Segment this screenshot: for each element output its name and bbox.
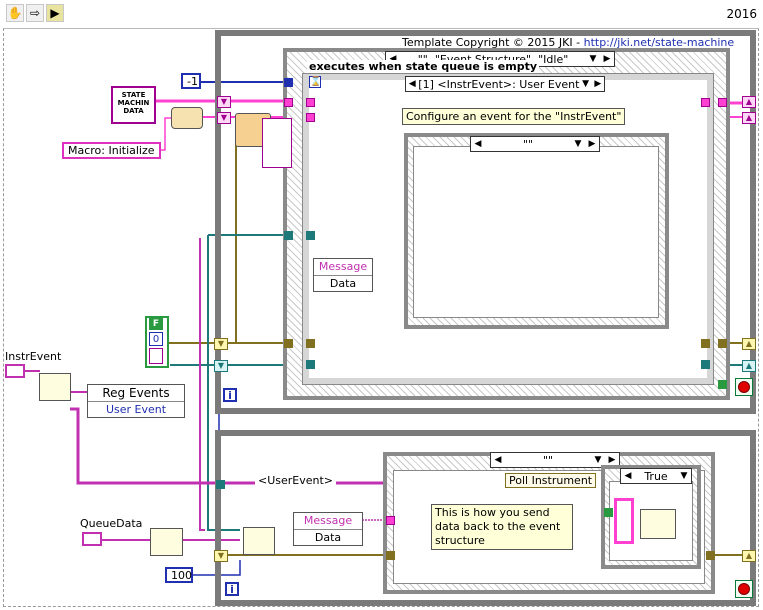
timeout-constant[interactable]: -1 <box>181 73 201 89</box>
next-case-icon: ▶ <box>603 54 611 64</box>
poll-instrument-label: Poll Instrument <box>505 473 597 488</box>
num-constant[interactable]: 0 <box>149 332 163 346</box>
string-constant[interactable] <box>149 348 163 364</box>
case-dropdown-icon: ▼ <box>589 54 597 64</box>
timeout-terminal-icon: ⌛ <box>309 76 322 88</box>
dequeue-data-message: Message <box>294 513 362 530</box>
macro-initialize-label[interactable]: Macro: Initialize <box>62 142 161 159</box>
event-comment: Configure an event for the "InstrEvent" <box>402 108 626 125</box>
obtain-queue-node[interactable] <box>150 528 183 556</box>
inner-case-selector[interactable]: ◀ "" ▼ ▶ <box>470 136 600 152</box>
event-dropdown-icon: ▼ <box>582 79 589 89</box>
inner-dropdown-icon: ▼ <box>574 139 582 149</box>
bottom-iteration-terminal: i <box>225 582 239 596</box>
queue-shift-register-left: ▼ <box>214 360 228 372</box>
message-dropdown-icon: ▼ <box>594 455 602 465</box>
user-event-label: <UserEvent> <box>255 474 337 487</box>
prev-event-icon: ◀ <box>408 79 416 89</box>
bottom-stop-terminal[interactable] <box>735 580 753 598</box>
send-data-comment: This is how you send data back to the ev… <box>431 504 573 550</box>
event-data-data: Data <box>329 277 357 290</box>
register-events-node[interactable]: Reg Events User Event <box>87 384 185 418</box>
top-while-loop[interactable] <box>215 30 756 414</box>
dequeue-node[interactable] <box>243 527 275 555</box>
prev-inner-icon: ◀ <box>474 139 482 149</box>
toolbar: ✋ ⇨ ▶ 2016 <box>0 0 763 28</box>
state-shift-register-right: ▲ <box>742 96 756 108</box>
version-year: 2016 <box>726 7 757 21</box>
top-stop-terminal[interactable] <box>735 378 753 396</box>
reg-events-title: Reg Events <box>88 385 184 402</box>
bottom-while-loop[interactable] <box>215 430 756 606</box>
prev-case-icon: ◀ <box>389 54 397 64</box>
next-event-icon: ▶ <box>594 79 602 89</box>
queue-data-terminal[interactable] <box>82 532 102 546</box>
timeout-tunnel <box>284 78 293 87</box>
reg-events-item[interactable]: User Event <box>105 403 167 416</box>
instr-event-label: InstrEvent <box>5 350 62 363</box>
message-case-selector[interactable]: ◀ "" ▼ ▶ <box>490 452 620 468</box>
build-message-node[interactable] <box>171 107 203 129</box>
create-user-event-node[interactable] <box>39 373 71 401</box>
macro-shift-register-right: ▲ <box>742 112 756 124</box>
bottom-error-shift-left: ▼ <box>214 550 228 562</box>
true-case-selector[interactable]: ◀ True ▼ <box>620 468 692 484</box>
event-selector[interactable]: ◀ [1] <InstrEvent>: User Event ▼ ▶ <box>405 76 605 92</box>
top-iteration-terminal: i <box>223 388 237 402</box>
prev-message-icon: ◀ <box>494 455 502 465</box>
queue-data-label: QueueData <box>80 517 143 530</box>
arrow-icon[interactable]: ⇨ <box>26 4 44 22</box>
error-shift-register-right: ▲ <box>742 338 756 350</box>
template-copyright: Template Copyright © 2015 JKI - http://j… <box>402 36 735 49</box>
next-inner-icon: ▶ <box>588 139 596 149</box>
true-dropdown-icon: ▼ <box>680 471 688 481</box>
inner-case-frame <box>413 146 659 318</box>
bottom-error-shift-right: ▲ <box>742 550 756 562</box>
prev-true-icon: ◀ <box>624 471 632 481</box>
macro-shift-register-left: ▼ <box>217 112 231 124</box>
event-data-message: Message <box>314 259 372 276</box>
queue-shift-register-right: ▲ <box>742 360 756 372</box>
block-diagram <box>3 28 759 607</box>
generate-user-event-node[interactable] <box>640 509 676 539</box>
error-shift-register-left: ▼ <box>214 338 228 350</box>
instr-event-terminal[interactable] <box>5 364 25 378</box>
event-data-node[interactable]: Message Data <box>313 258 373 292</box>
state-machine-data-constant[interactable]: STATE MACHIN DATA <box>111 86 156 124</box>
dequeue-data-data: Data <box>314 531 342 544</box>
template-link[interactable]: http://jki.net/state-machine <box>583 36 735 49</box>
hand-icon[interactable]: ✋ <box>6 4 24 22</box>
state-shift-register-left: ▼ <box>217 96 231 108</box>
data-build-node[interactable] <box>614 498 634 544</box>
parse-outputs-node <box>262 118 292 168</box>
bool-constant[interactable]: F <box>149 318 163 330</box>
next-message-icon: ▶ <box>608 455 616 465</box>
state-comment: executes when state queue is empty <box>307 60 540 73</box>
run-icon[interactable]: ▶ <box>46 4 64 22</box>
dequeue-data-node[interactable]: Message Data <box>293 512 363 546</box>
queue-timeout-constant[interactable]: 100 <box>165 567 193 583</box>
